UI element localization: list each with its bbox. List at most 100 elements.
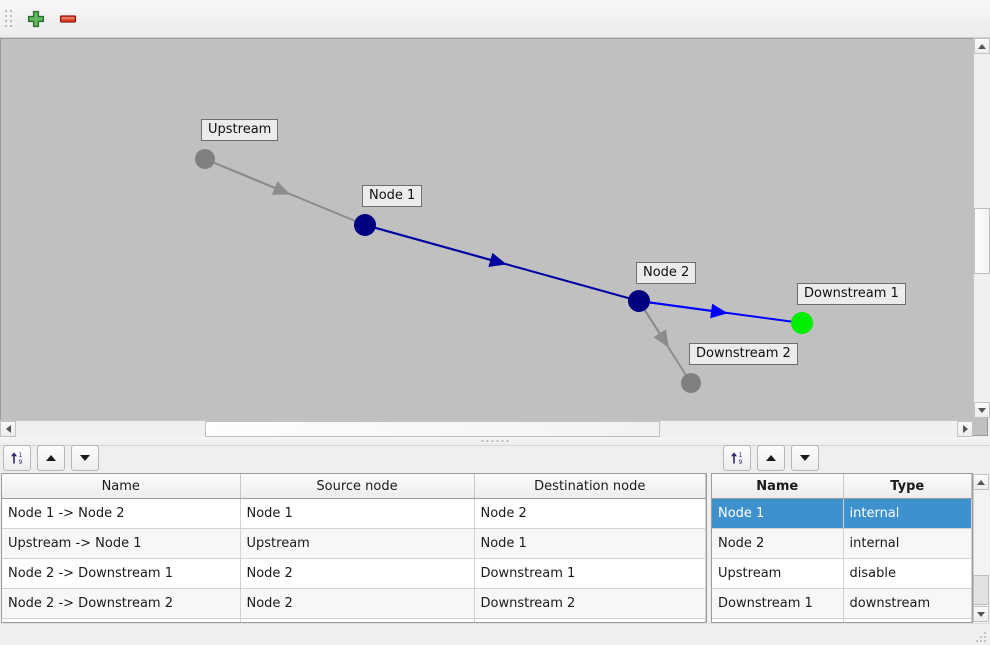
- arrow-down-icon: [80, 455, 90, 461]
- table-row[interactable]: Node 2 -> Downstream 1 Node 2 Downstream…: [2, 558, 706, 589]
- svg-text:1: 1: [739, 452, 743, 459]
- canvas-vertical-scrollbar[interactable]: [973, 38, 990, 418]
- window-resize-grip-icon[interactable]: [976, 632, 988, 644]
- scroll-right-button[interactable]: [957, 421, 973, 437]
- chevron-down-icon: [978, 407, 986, 413]
- edges-table-container[interactable]: Name Source node Destination node Node 1…: [1, 473, 707, 623]
- table-row[interactable]: Upstream -> Node 1 Upstream Node 1: [2, 528, 706, 559]
- add-node-button[interactable]: [20, 3, 52, 35]
- edges-cell-destination[interactable]: Downstream 2: [474, 588, 706, 619]
- table-row[interactable]: Upstream disable: [712, 558, 972, 589]
- horizontal-scroll-thumb[interactable]: [205, 421, 660, 437]
- nodes-move-up-button[interactable]: [757, 445, 785, 471]
- nodes-scroll-down-button[interactable]: [973, 606, 989, 622]
- edges-table-header-row: Name Source node Destination node: [2, 474, 706, 499]
- sort-icon: 1 9: [731, 452, 743, 466]
- table-row-empty[interactable]: [2, 618, 706, 622]
- svg-text:9: 9: [739, 459, 743, 466]
- edges-cell-name[interactable]: Upstream -> Node 1: [2, 528, 241, 559]
- table-row[interactable]: Node 1 internal: [712, 498, 972, 529]
- edges-col-name[interactable]: Name: [2, 474, 241, 499]
- table-row[interactable]: Node 2 -> Downstream 2 Node 2 Downstream…: [2, 588, 706, 619]
- edges-cell-source[interactable]: Node 1: [240, 498, 475, 529]
- edge-node1-node2[interactable]: [364, 224, 640, 302]
- graph-svg: [195, 149, 813, 393]
- nodes-scroll-thumb[interactable]: [973, 575, 989, 605]
- graph-node-node2[interactable]: [628, 290, 650, 312]
- nodes-scroll-up-button[interactable]: [973, 474, 989, 490]
- edges-cell-source[interactable]: Node 2: [240, 558, 475, 589]
- nodes-col-type[interactable]: Type: [843, 474, 972, 499]
- chevron-up-icon: [977, 479, 985, 485]
- edges-table: Name Source node Destination node Node 1…: [2, 474, 706, 622]
- edges-move-down-button[interactable]: [71, 445, 99, 471]
- table-row[interactable]: Node 1 -> Node 2 Node 1 Node 2: [2, 498, 706, 529]
- edge-node2-downstream2[interactable]: [638, 300, 692, 384]
- edges-move-up-button[interactable]: [37, 445, 65, 471]
- edges-cell-name[interactable]: Node 2 -> Downstream 2: [2, 588, 241, 619]
- node-label-upstream[interactable]: Upstream: [201, 119, 279, 141]
- arrow-down-icon: [800, 455, 810, 461]
- graph-node-downstream1[interactable]: [791, 312, 813, 334]
- nodes-cell-type[interactable]: internal: [843, 528, 972, 559]
- nodes-table-container[interactable]: Name Type Node 1 internal Node 2 interna…: [711, 473, 973, 623]
- edges-cell-empty: [474, 618, 706, 622]
- svg-text:9: 9: [19, 459, 23, 466]
- remove-node-button[interactable]: [52, 3, 84, 35]
- nodes-cell-type[interactable]: downstream: [843, 588, 972, 619]
- nodes-col-name[interactable]: Name: [712, 474, 844, 499]
- vertical-scroll-thumb[interactable]: [974, 208, 990, 274]
- chevron-up-icon: [978, 43, 986, 49]
- edges-sort-button[interactable]: 1 9: [3, 445, 31, 471]
- nodes-cell-type[interactable]: internal: [843, 498, 972, 529]
- edges-cell-source[interactable]: Node 2: [240, 588, 475, 619]
- edges-cell-source[interactable]: Upstream: [240, 528, 475, 559]
- nodes-cell-name[interactable]: Node 2: [712, 528, 844, 559]
- arrow-up-icon: [46, 455, 56, 461]
- edges-cell-name[interactable]: Node 1 -> Node 2: [2, 498, 241, 529]
- canvas-horizontal-scrollbar[interactable]: [0, 420, 973, 437]
- graph-node-node1[interactable]: [354, 214, 376, 236]
- sort-icon: 1 9: [11, 452, 23, 466]
- table-row[interactable]: Node 2 internal: [712, 528, 972, 559]
- graph-node-downstream2[interactable]: [681, 373, 701, 393]
- edge-node2-downstream1[interactable]: [638, 300, 803, 324]
- table-row[interactable]: Downstream 1 downstream: [712, 588, 972, 619]
- minus-icon: [59, 14, 77, 23]
- nodes-cell-type[interactable]: disable: [843, 558, 972, 589]
- edges-col-source[interactable]: Source node: [240, 474, 475, 499]
- graph-canvas[interactable]: Upstream Node 1 Node 2 Downstream 1 Down…: [0, 38, 988, 436]
- scroll-up-button[interactable]: [974, 38, 990, 54]
- edges-cell-destination[interactable]: Node 2: [474, 498, 706, 529]
- arrow-up-icon: [766, 455, 776, 461]
- nodes-cell-name[interactable]: Downstream 1: [712, 588, 844, 619]
- scroll-down-button[interactable]: [974, 402, 990, 418]
- edges-col-destination[interactable]: Destination node: [474, 474, 706, 499]
- edges-cell-destination[interactable]: Node 1: [474, 528, 706, 559]
- chevron-down-icon: [977, 611, 985, 617]
- node-label-node1[interactable]: Node 1: [362, 185, 423, 207]
- scroll-left-button[interactable]: [0, 421, 16, 437]
- table-row-empty[interactable]: [712, 618, 972, 622]
- edges-cell-destination[interactable]: Downstream 1: [474, 558, 706, 589]
- status-bar: [0, 623, 990, 645]
- node-label-downstream1[interactable]: Downstream 1: [797, 283, 906, 305]
- svg-text:1: 1: [19, 452, 23, 459]
- edges-cell-name[interactable]: Node 2 -> Downstream 1: [2, 558, 241, 589]
- node-label-node2[interactable]: Node 2: [636, 262, 697, 284]
- edges-cell-empty: [240, 618, 475, 622]
- panel-splitter[interactable]: [0, 437, 990, 446]
- nodes-cell-name[interactable]: Upstream: [712, 558, 844, 589]
- splitter-grip-icon: [481, 440, 509, 442]
- nodes-sort-button[interactable]: 1 9: [723, 445, 751, 471]
- nodes-cell-name[interactable]: Node 1: [712, 498, 844, 529]
- node-label-downstream2[interactable]: Downstream 2: [689, 343, 798, 365]
- nodes-table-header-row: Name Type: [712, 474, 972, 499]
- nodes-table-scrollbar[interactable]: [973, 474, 989, 622]
- graph-node-upstream[interactable]: [195, 149, 215, 169]
- edge-upstream-node1[interactable]: [204, 158, 366, 226]
- drag-handle-icon[interactable]: [4, 8, 14, 30]
- nodes-move-down-button[interactable]: [791, 445, 819, 471]
- main-toolbar: [0, 0, 990, 38]
